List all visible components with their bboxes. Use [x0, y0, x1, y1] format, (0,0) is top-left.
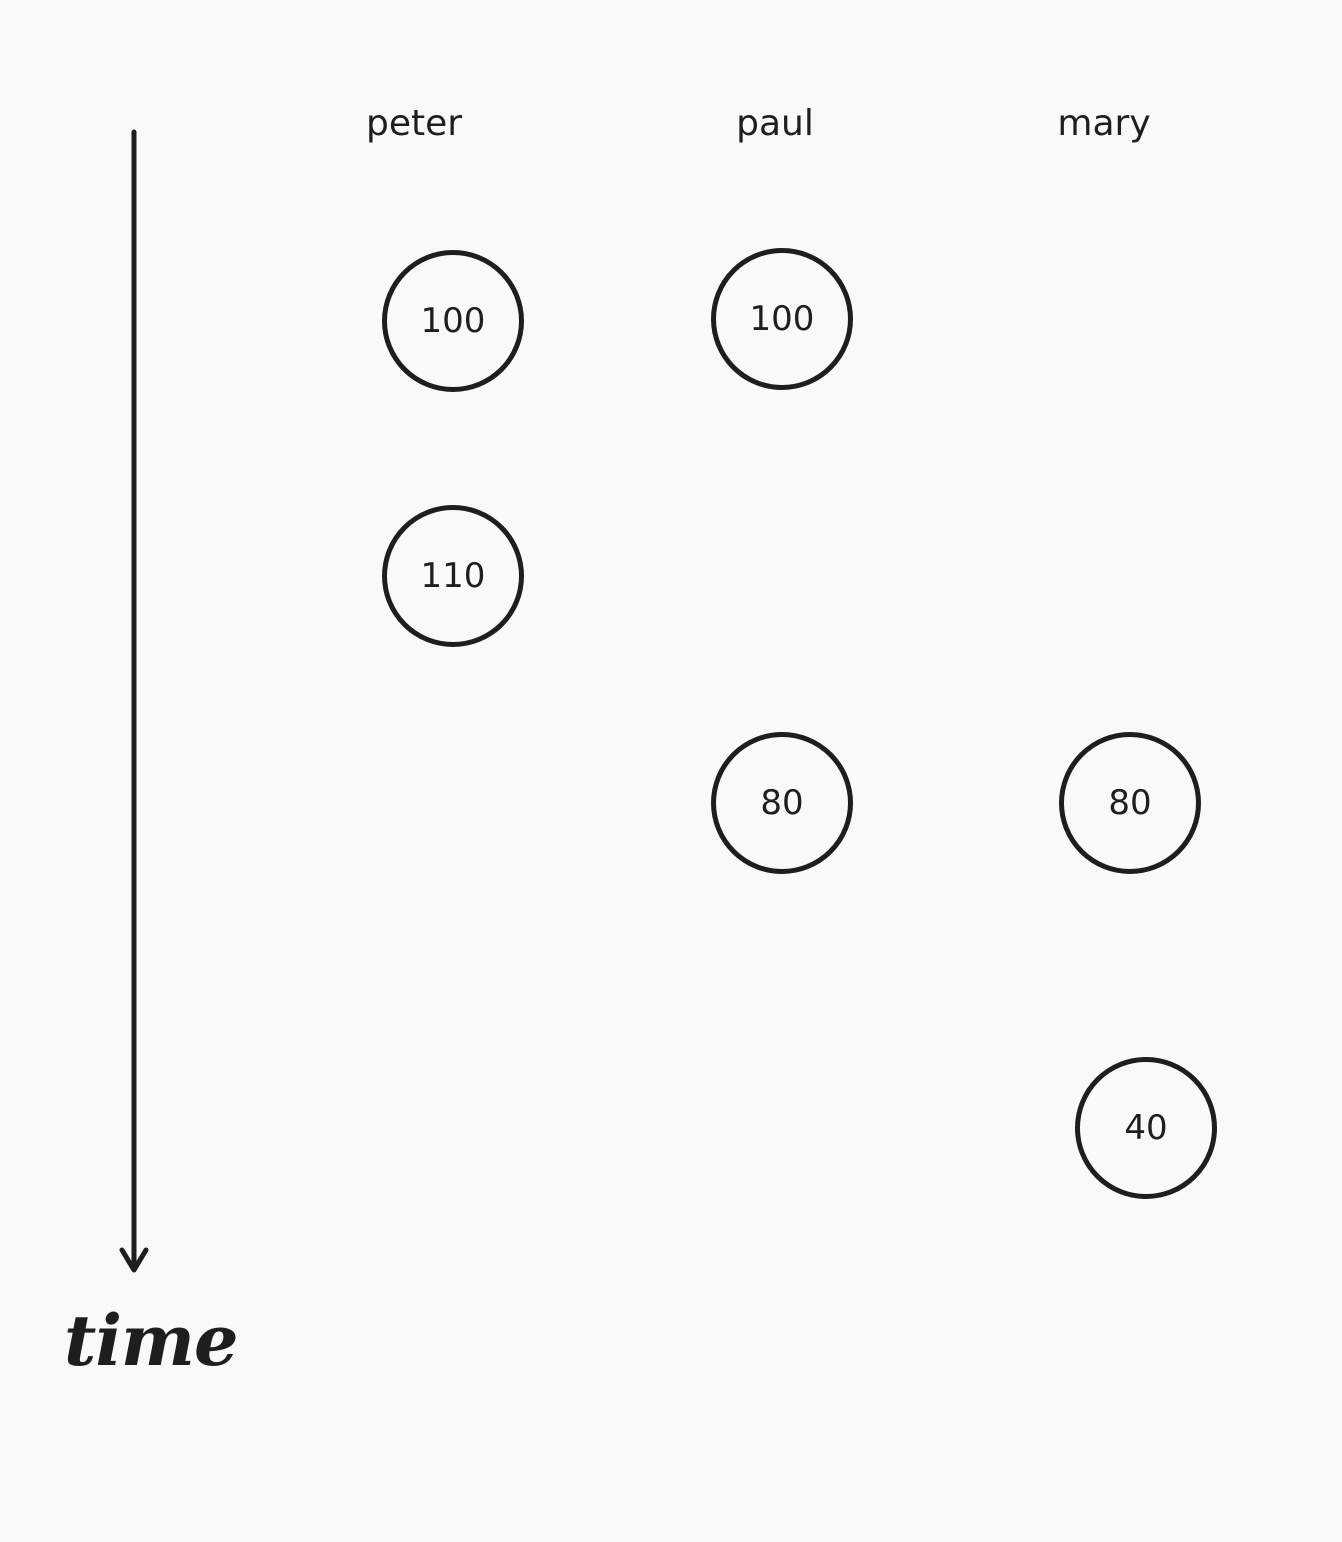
- node-value: 100: [749, 299, 815, 339]
- node-value: 110: [420, 556, 486, 596]
- node-paul-2: 80: [711, 732, 853, 874]
- column-label-mary: mary: [1057, 103, 1151, 144]
- node-peter-1: 100: [382, 250, 524, 392]
- node-value: 100: [420, 301, 486, 341]
- node-value: 80: [760, 783, 804, 823]
- node-mary-1: 80: [1059, 732, 1201, 874]
- node-peter-2: 110: [382, 505, 524, 647]
- node-value: 40: [1124, 1108, 1168, 1148]
- column-label-paul: paul: [736, 103, 814, 144]
- node-mary-2: 40: [1075, 1057, 1217, 1199]
- node-value: 80: [1108, 783, 1152, 823]
- time-axis-label: time: [64, 1299, 239, 1382]
- node-paul-1: 100: [711, 248, 853, 390]
- column-label-peter: peter: [365, 103, 463, 144]
